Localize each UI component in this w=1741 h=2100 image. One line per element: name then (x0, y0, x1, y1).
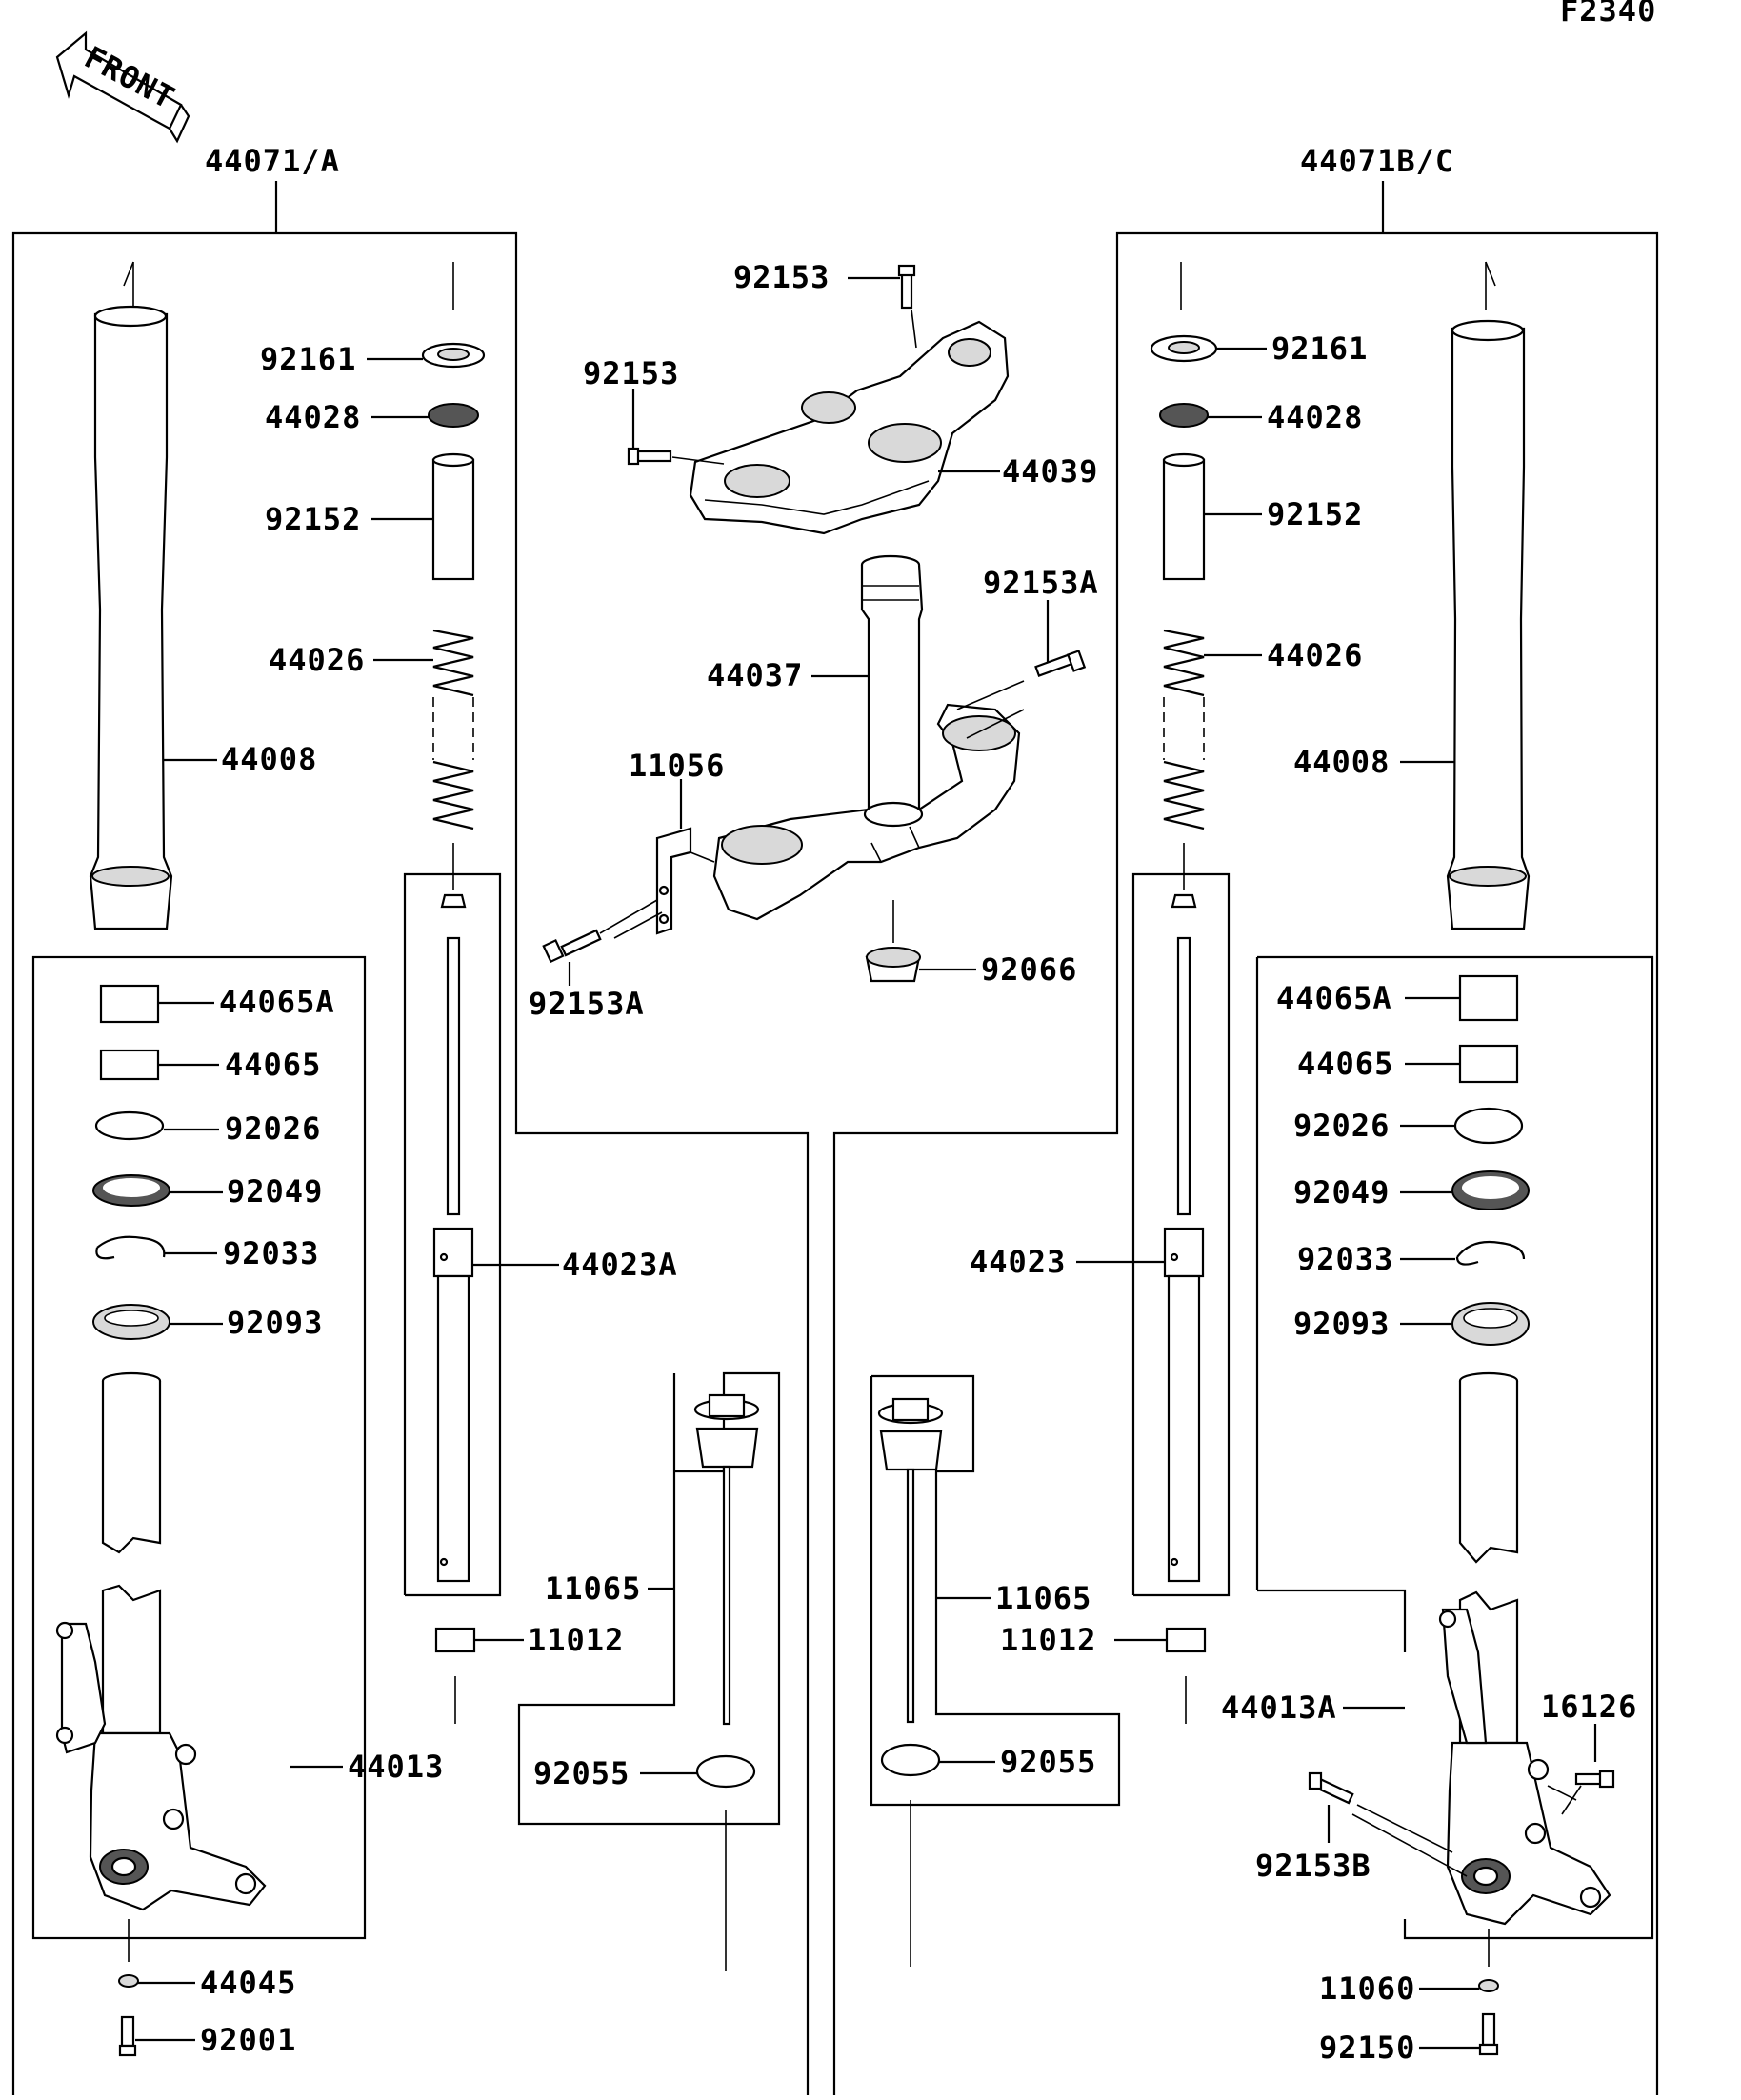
right-outer-tube (1446, 261, 1531, 930)
label-92066: 92066 (981, 951, 1077, 988)
label-44065-right: 44065 (1297, 1046, 1393, 1082)
label-44013: 44013 (348, 1749, 444, 1785)
part-92066-bearing (865, 947, 921, 983)
label-11065-left: 11065 (545, 1570, 641, 1607)
part-44026-left-spring (432, 629, 474, 830)
part-44028-left (428, 403, 479, 428)
label-92049-left: 92049 (227, 1173, 323, 1210)
label-92153-mid: 92153 (583, 355, 679, 391)
part-44045 (118, 1974, 139, 1988)
label-92033-right: 92033 (1297, 1241, 1393, 1277)
label-92055-left: 92055 (533, 1755, 630, 1791)
label-44023A: 44023A (562, 1247, 678, 1283)
part-92152-right (1162, 458, 1206, 581)
part-44065-right (1458, 1044, 1519, 1084)
label-92049-right: 92049 (1293, 1174, 1390, 1210)
part-11060 (1478, 1979, 1499, 1992)
part-92152-left (431, 458, 475, 581)
left-outer-tube (89, 261, 173, 930)
label-92152-right: 92152 (1267, 496, 1363, 532)
label-44065-left: 44065 (225, 1047, 321, 1083)
label-92161-left: 92161 (260, 341, 356, 377)
front-direction-arrow: FRONT (55, 30, 190, 144)
part-44023-cartridge (1163, 893, 1205, 1583)
label-44023: 44023 (970, 1244, 1066, 1280)
label-92026-right: 92026 (1293, 1108, 1390, 1144)
part-11012-right (1165, 1627, 1207, 1653)
label-44045: 44045 (200, 1965, 296, 2001)
part-44013-left-inner-tube (55, 1371, 267, 1911)
part-92033-left-clip (95, 1235, 166, 1260)
figure-code: F2340 (1560, 0, 1656, 29)
label-92093-left: 92093 (227, 1305, 323, 1341)
part-92153B-bolt (1308, 1771, 1354, 1805)
part-44065-left (99, 1049, 160, 1081)
part-92150-bolt (1478, 2012, 1499, 2056)
label-92153-top: 92153 (733, 259, 830, 295)
front-label: FRONT (79, 39, 181, 116)
label-44039: 44039 (1002, 453, 1098, 490)
label-92153B: 92153B (1255, 1848, 1371, 1884)
label-92150: 92150 (1319, 2030, 1415, 2066)
label-44037: 44037 (707, 657, 803, 693)
part-44037-stem-lower-bracket (712, 554, 1021, 921)
part-44065A-right (1458, 974, 1519, 1022)
assembly-left-label: 44071/A (205, 143, 340, 179)
label-92093-right: 92093 (1293, 1306, 1390, 1342)
part-44013A-right-inner-tube (1438, 1371, 1611, 1926)
part-92026-left (94, 1110, 165, 1141)
part-92033-right-clip (1455, 1240, 1526, 1266)
part-44026-right-spring (1163, 629, 1205, 830)
left-assembly-box (11, 231, 810, 2095)
label-11012-right: 11012 (1000, 1622, 1096, 1658)
label-44008-right: 44008 (1293, 744, 1390, 780)
label-11060: 11060 (1319, 1970, 1415, 2007)
part-92055-right-oring (880, 1743, 941, 1777)
part-92026-right (1453, 1107, 1524, 1145)
part-92153A-left-bolt (542, 929, 602, 964)
label-44013A: 44013A (1221, 1690, 1337, 1726)
part-92153-mid-bolt (627, 447, 672, 466)
label-92001: 92001 (200, 2022, 296, 2058)
part-11056-bracket (655, 827, 692, 935)
label-92033-left: 92033 (223, 1235, 319, 1271)
label-44028-right: 44028 (1267, 399, 1363, 435)
assembly-right-label: 44071B/C (1300, 143, 1454, 179)
part-11065-right-damper (877, 1397, 944, 1724)
label-92153A-left: 92153A (529, 986, 645, 1022)
label-44065A-left: 44065A (219, 984, 335, 1020)
label-11012-left: 11012 (528, 1622, 624, 1658)
part-44065A-left (99, 984, 160, 1024)
part-11065-left-damper (693, 1393, 760, 1726)
label-16126: 16126 (1541, 1689, 1637, 1725)
label-92055-right: 92055 (1000, 1744, 1096, 1780)
label-44028-left: 44028 (265, 399, 361, 435)
label-44065A-right: 44065A (1276, 980, 1392, 1016)
label-92161-right: 92161 (1271, 330, 1368, 367)
label-92152-left: 92152 (265, 501, 361, 537)
part-11012-left (434, 1627, 476, 1653)
part-92001-bolt (118, 2015, 137, 2057)
label-44026-left: 44026 (269, 642, 365, 678)
part-92153-top-bolt (897, 264, 916, 310)
label-11056: 11056 (629, 748, 725, 784)
part-44039-upper-bracket (689, 320, 1010, 535)
part-16126-bolt (1574, 1770, 1615, 1789)
part-92055-left-oring (695, 1754, 756, 1789)
right-assembly-box (832, 231, 1659, 2095)
part-44023A-cartridge (432, 893, 474, 1583)
part-92153A-right-bolt (1034, 650, 1087, 677)
label-92153A-right: 92153A (983, 565, 1099, 601)
left-outer-tube-box (31, 955, 367, 1940)
label-11065-right: 11065 (995, 1580, 1091, 1616)
label-44008-left: 44008 (221, 741, 317, 777)
part-44028-right (1159, 403, 1209, 428)
label-92026-left: 92026 (225, 1110, 321, 1147)
label-44026-right: 44026 (1267, 637, 1363, 673)
